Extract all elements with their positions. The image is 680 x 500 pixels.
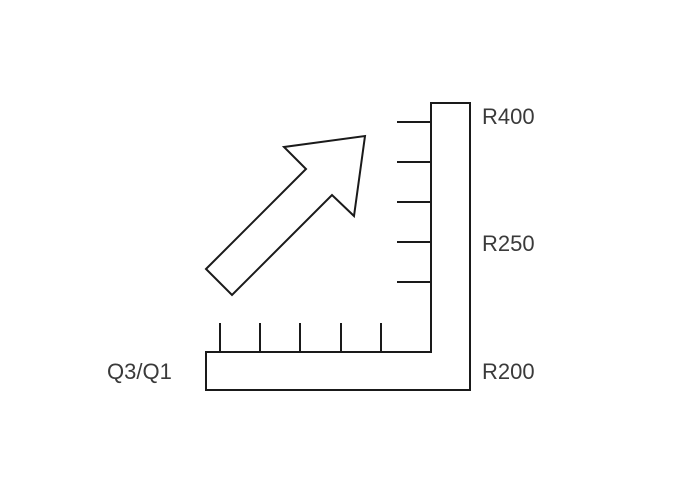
middle-value-label: R250 [482, 231, 535, 256]
up-right-arrow-icon [204, 134, 367, 297]
top-value-label: R400 [482, 104, 535, 129]
bottom-value-label: R200 [482, 359, 535, 384]
horizontal-ruler-ticks [219, 323, 382, 352]
l-shaped-ruler-icon [205, 102, 471, 391]
vertical-ruler-ticks [397, 121, 431, 283]
period-label: Q3/Q1 [107, 359, 172, 384]
